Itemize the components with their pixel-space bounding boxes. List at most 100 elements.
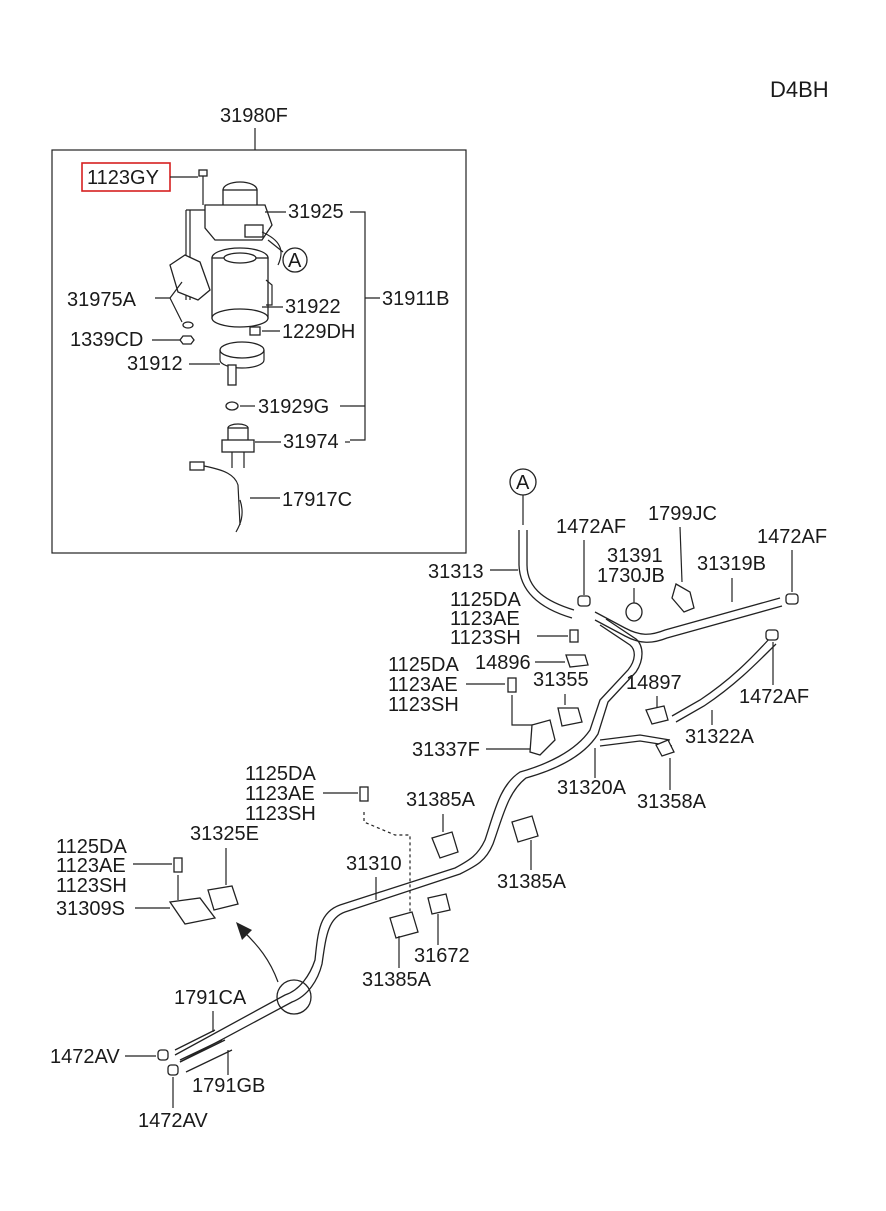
part-label-1730JB[interactable]: 1730JB [597,565,665,587]
part-label-1123AE-4[interactable]: 1123AE [56,855,126,877]
part-label-31911B[interactable]: 31911B [382,288,449,310]
part-label-1123AE-2[interactable]: 1123AE [388,674,458,696]
callout-a-top-leader [267,239,284,253]
part-label-31337F[interactable]: 31337F [412,739,480,761]
clip-14896 [565,654,589,668]
part-label-31974[interactable]: 31974 [283,431,339,453]
part-label-1125DA-3[interactable]: 1125DA [245,763,316,785]
part-label-1472AV-1[interactable]: 1472AV [50,1046,120,1068]
leader-1799JC [679,526,683,583]
part-label-31319B[interactable]: 31319B [697,553,766,575]
hose-1791GB [179,1039,233,1073]
part-label-1125DA-1[interactable]: 1125DA [450,589,521,611]
clip-31385A-1 [431,831,459,859]
detail-arrow-line [241,929,279,983]
detail-circle [276,979,312,1015]
part-label-1791CA[interactable]: 1791CA [174,987,247,1009]
detail-arrow-head [236,922,252,940]
part-label-1123SH-2[interactable]: 1123SH [388,694,459,716]
tube-31322A [671,637,777,723]
assembly-label: 31980F [220,105,288,127]
part-label-1123SH-3[interactable]: 1123SH [245,803,316,825]
part-label-31672[interactable]: 31672 [414,945,470,967]
dashed-leader-bolt-3 [363,812,411,920]
part-label-1339CD[interactable]: 1339CD [70,329,143,351]
mounting-bracket [169,209,211,301]
part-label-31313[interactable]: 31313 [428,561,484,583]
part-label-31310[interactable]: 31310 [346,853,402,875]
clip-1472AF-3 [765,629,779,641]
clip-14897 [645,705,669,725]
part-label-31925[interactable]: 31925 [288,201,344,223]
clip-31358A [655,739,675,757]
part-label-31922[interactable]: 31922 [285,296,341,318]
nut-1339CD [179,335,195,345]
clip-1799JC [671,583,695,613]
part-label-31320A[interactable]: 31320A [557,777,627,799]
screw-1229DH [249,326,261,336]
callout-a-top[interactable]: A [288,250,302,272]
engine-code: D4BH [770,77,829,102]
bolt-1123SH-3 [359,786,369,802]
part-label-1472AV-2[interactable]: 1472AV [138,1110,208,1132]
part-label-31309S[interactable]: 31309S [56,898,125,920]
hose-1791CA [174,1029,223,1061]
washer-31975A [182,321,194,329]
water-sensor-31974 [221,423,255,468]
part-label-31358A[interactable]: 31358A [637,791,707,813]
clip-1472AF-2 [785,593,799,605]
grommet-31391 [625,602,643,622]
part-label-31385A-3[interactable]: 31385A [362,969,432,991]
part-label-31325E[interactable]: 31325E [190,823,259,845]
part-label-1472AF-2[interactable]: 1472AF [757,526,827,548]
part-label-1123GY[interactable]: 1123GY [87,167,159,189]
fuel-filter-head [198,169,282,266]
part-label-17917C[interactable]: 17917C [282,489,352,511]
clip-31385A-3 [389,911,419,939]
assembly-box [51,149,467,554]
part-label-31385A-1[interactable]: 31385A [406,789,476,811]
bracket-31309S [168,897,217,925]
clip-31385A-2 [511,815,539,843]
part-label-1123SH-4[interactable]: 1123SH [56,875,127,897]
clip-31325E [207,885,239,911]
bolt-1123SH-2 [507,677,517,693]
part-label-1125DA-2[interactable]: 1125DA [388,654,459,676]
harness-17917C [189,461,243,533]
part-label-1123SH-1[interactable]: 1123SH [450,627,521,649]
leader-31975A [155,281,183,323]
part-label-31322A[interactable]: 31322A [685,726,755,748]
clamp-band-31912 [219,341,265,386]
tube-31319B [594,597,783,643]
part-label-14896[interactable]: 14896 [475,652,531,674]
leader-bolt-31337F [511,695,540,726]
callout-a-mid[interactable]: A [516,472,530,494]
part-label-31912[interactable]: 31912 [127,353,183,375]
part-label-1472AF-3[interactable]: 1472AF [739,686,809,708]
part-label-1229DH[interactable]: 1229DH [282,321,355,343]
part-label-31929G[interactable]: 31929G [258,396,329,418]
part-label-1123AE-3[interactable]: 1123AE [245,783,315,805]
clip-31355 [557,707,583,727]
clip-1472AV-2 [167,1064,179,1076]
clip-31672 [427,893,451,915]
part-label-31391[interactable]: 31391 [607,545,663,567]
tube-31310-31320A [174,618,643,1063]
part-label-31385A-2[interactable]: 31385A [497,871,567,893]
clip-1472AV-1 [157,1049,169,1061]
part-label-1123AE-1[interactable]: 1123AE [450,608,520,630]
callout-circle-a-top [282,247,308,273]
part-label-14897[interactable]: 14897 [626,672,682,694]
tube-31313 [518,530,575,619]
bracket-31337F [529,719,556,756]
part-label-31355[interactable]: 31355 [533,669,589,691]
oring-31929G [225,401,239,411]
part-label-31975A[interactable]: 31975A [67,289,137,311]
bolt-1123SH-4 [173,857,183,873]
part-label-1799JC[interactable]: 1799JC [648,503,717,525]
fuel-filter-element [211,247,273,328]
part-label-1125DA-4[interactable]: 1125DA [56,836,127,858]
part-label-1472AF-1[interactable]: 1472AF [556,516,626,538]
part-label-1791GB[interactable]: 1791GB [192,1075,265,1097]
